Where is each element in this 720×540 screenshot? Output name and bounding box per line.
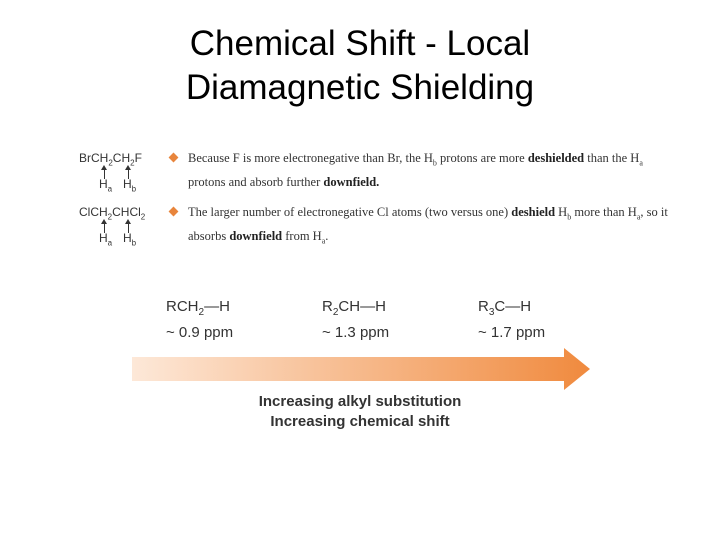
text-run: protons and absorb further: [188, 174, 324, 189]
molecule-2-label-a: Ha: [99, 231, 113, 248]
shift-ppm: ~ 1.3 ppm: [322, 324, 390, 341]
shift-formula: R2CH—H: [322, 298, 386, 318]
molecule-1-label-b: Hb: [123, 177, 137, 194]
text-run: a: [636, 212, 641, 222]
text-run: deshielded: [527, 151, 585, 165]
gradient-arrow-icon: [132, 348, 590, 390]
text-run: from H: [282, 228, 322, 243]
text-run: downfield: [229, 228, 283, 243]
up-arrow-icon: [125, 165, 131, 179]
molecule-2-formula: ClCH2CHCl2: [79, 205, 146, 222]
text-run: a: [639, 158, 643, 168]
shift-item-secondary: R2CH—H ~ 1.3 ppm: [322, 298, 389, 341]
up-arrow-icon: [101, 219, 107, 233]
bullet-text: Because F is more electronegative than B…: [188, 149, 668, 191]
molecule-1-label-a: Ha: [99, 177, 113, 194]
diamond-bullet-icon: [168, 152, 179, 163]
shift-ppm: ~ 1.7 ppm: [478, 324, 546, 341]
shift-formula: R3C—H: [478, 298, 532, 318]
arrow-shape: [132, 348, 590, 390]
diamond-bullet-icon: [168, 206, 179, 217]
molecule-2: ClCH2CHCl2 Ha Hb: [79, 205, 159, 249]
text-run: .: [325, 228, 329, 243]
text-run: more than H: [571, 205, 637, 219]
text-run: than the H: [584, 151, 640, 165]
text-run: Because F is more electronegative than B…: [188, 151, 433, 165]
shift-item-primary: RCH2—H ~ 0.9 ppm: [166, 298, 233, 341]
text-run: protons are more: [436, 151, 528, 165]
up-arrow-icon: [101, 165, 107, 179]
caption-line1: Increasing alkyl substitution: [258, 393, 462, 410]
slide-title-line2: Diamagnetic Shielding: [185, 68, 535, 107]
text-run: deshield: [511, 205, 556, 219]
text-run: b: [432, 158, 437, 168]
caption-line2: Increasing chemical shift: [270, 413, 450, 430]
shift-ppm: ~ 0.9 ppm: [166, 324, 234, 341]
shift-formula: RCH2—H: [166, 298, 230, 318]
text-run: a: [321, 236, 326, 245]
molecule-1-formula: BrCH2CH2F: [79, 151, 142, 168]
text-run: b: [567, 212, 572, 222]
bullet-text: The larger number of electronegative Cl …: [188, 203, 668, 250]
slide-title-line1: Chemical Shift - Local: [189, 24, 531, 63]
bullet-item-2: The larger number of electronegative Cl …: [168, 203, 670, 245]
up-arrow-icon: [125, 219, 131, 233]
slide-title: Chemical Shift - Local Diamagnetic Shiel…: [0, 22, 720, 110]
shift-item-tertiary: R3C—H ~ 1.7 ppm: [478, 298, 545, 341]
text-run: The larger number of electronegative Cl …: [188, 205, 512, 219]
text-run: H: [555, 205, 568, 219]
molecule-1: BrCH2CH2F Ha Hb: [79, 151, 159, 195]
text-run: , so it absorbs: [188, 205, 668, 243]
bullet-item-1: Because F is more electronegative than B…: [168, 149, 670, 191]
molecule-2-label-b: Hb: [123, 231, 137, 248]
text-run: downfield.: [323, 174, 380, 189]
